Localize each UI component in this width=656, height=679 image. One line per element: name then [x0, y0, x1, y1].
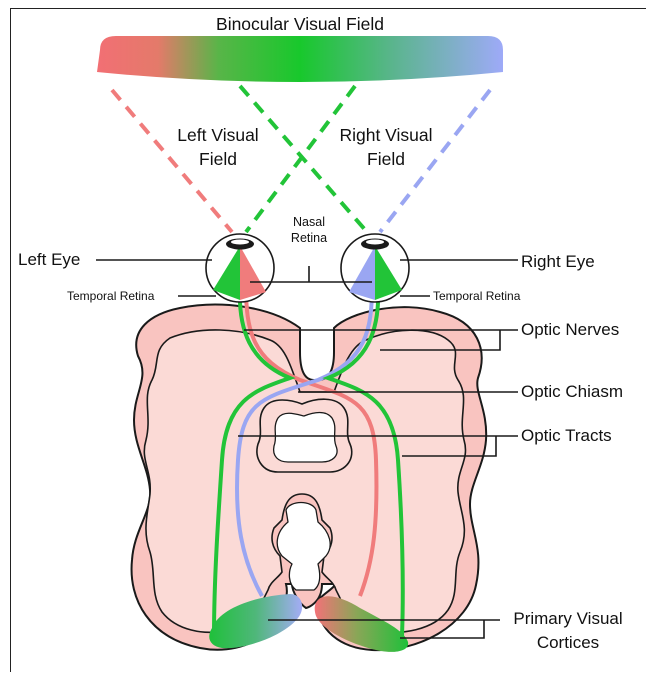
right-eye-label: Right Eye	[521, 252, 595, 271]
frame-left-border	[10, 8, 11, 672]
left-visual-field-label-line2: Field	[199, 149, 237, 169]
right-eye	[341, 234, 409, 302]
optic-chiasm-label: Optic Chiasm	[521, 382, 623, 401]
left-eye-label: Left Eye	[18, 250, 80, 269]
binocular-field-banner	[97, 36, 503, 82]
sightline-green-right	[240, 86, 367, 232]
ventricle-upper-hole	[274, 413, 337, 463]
left-eye	[206, 234, 274, 302]
binocular-field-title: Binocular Visual Field	[216, 14, 384, 34]
temporal-retina-right-label: Temporal Retina	[433, 289, 521, 303]
temporal-retina-left-label: Temporal Retina	[67, 289, 155, 303]
primary-visual-cortices-label-line2: Cortices	[537, 633, 599, 652]
nasal-retina-label: Nasal	[293, 215, 325, 229]
primary-visual-cortices-label: Primary Visual	[513, 609, 622, 628]
frame-top-border	[10, 8, 646, 9]
optic-tracts-label: Optic Tracts	[521, 426, 612, 445]
right-visual-field-label-line2: Field	[367, 149, 405, 169]
sightline-green-left	[246, 86, 355, 232]
optic-nerves-label: Optic Nerves	[521, 320, 619, 339]
left-visual-field-label: Left Visual	[177, 125, 258, 145]
right-visual-field-label: Right Visual	[339, 125, 432, 145]
nasal-retina-label-line2: Retina	[291, 231, 327, 245]
